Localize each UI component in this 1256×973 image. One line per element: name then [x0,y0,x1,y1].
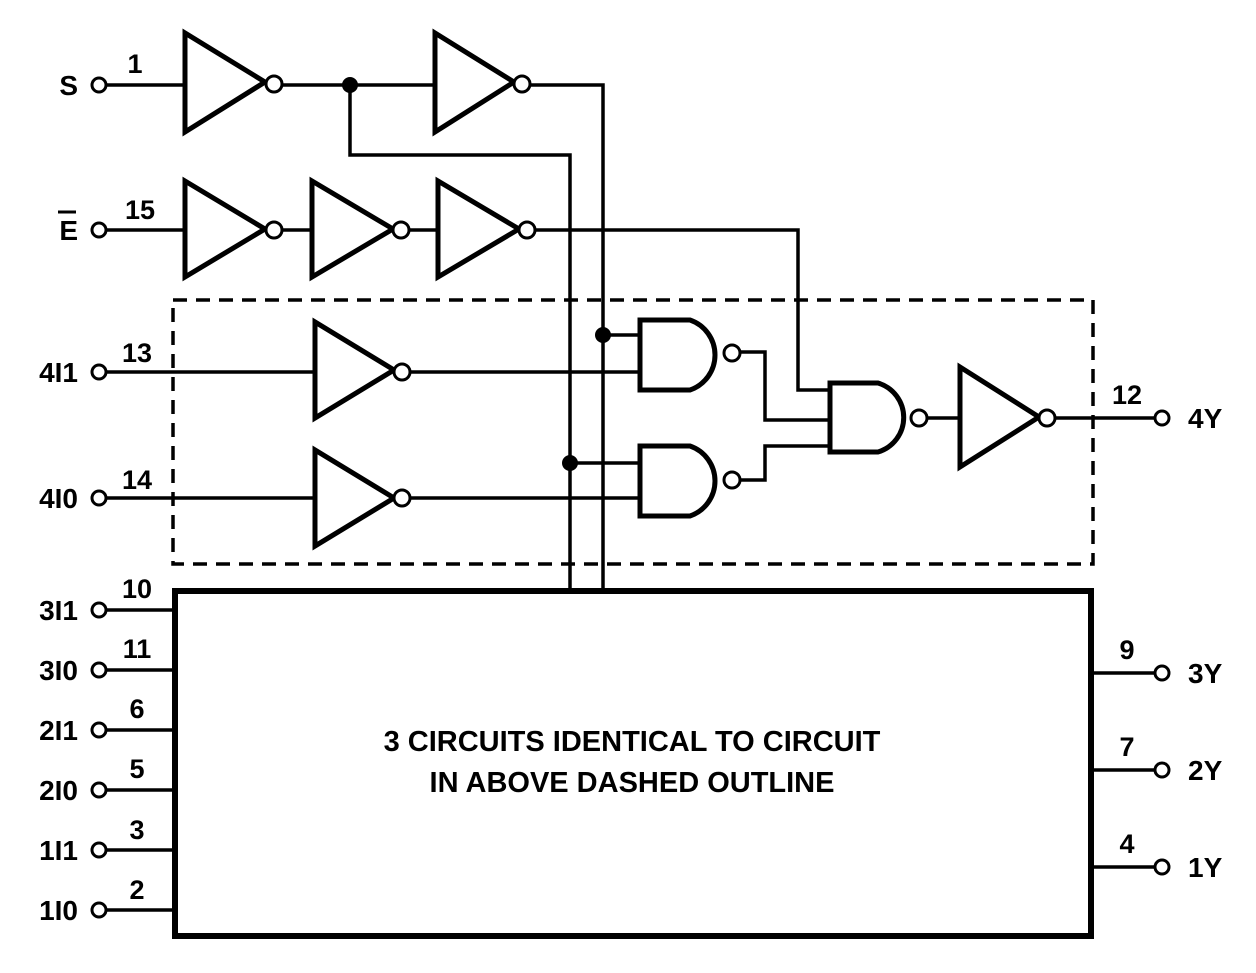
terminal-e [90,221,108,239]
inverter-e3 [435,176,537,282]
terminal-3i0 [90,661,108,679]
terminals [90,76,1171,919]
dashed-outline [171,298,1095,566]
inverter-e2 [309,176,411,282]
inverter-output [957,362,1057,472]
terminal-3i1 [90,601,108,619]
terminal-4i0 [90,489,108,507]
input-label-4i1: 4I1 [39,357,78,388]
pin-number-s: 1 [127,49,142,79]
terminal-1i0 [90,901,108,919]
identical-circuits-block [172,588,1094,939]
inverter-s1 [182,28,284,137]
output-label-1y: 1Y [1188,852,1223,883]
input-label-4i0: 4I0 [39,483,78,514]
pin-number-1i1: 3 [129,815,144,845]
input-label-1i1: 1I1 [39,835,78,866]
pin-number-4y: 12 [1112,380,1142,410]
input-label-s: S [59,70,78,101]
nand-gate-lower [637,443,742,519]
input-label-1i0: 1I0 [39,895,78,926]
junctions [342,77,611,471]
terminal-3y [1153,664,1171,682]
pin-number-2i0: 5 [129,754,144,784]
terminal-2i0 [90,781,108,799]
input-label-e: E [59,215,78,246]
pin-number-4i1: 13 [122,338,152,368]
input-label-3i1: 3I1 [39,595,78,626]
input-label-2i1: 2I1 [39,715,78,746]
pin-number-3i1: 10 [122,574,152,604]
inverter-4i1 [312,317,412,423]
nand-gate-final [827,380,929,455]
pin-number-e: 15 [125,195,155,225]
block-note-line1: 3 CIRCUITS IDENTICAL TO CIRCUIT [384,726,881,758]
junction-dot [342,77,358,93]
block-note-line2: IN ABOVE DASHED OUTLINE [430,767,835,799]
junction-dot [595,327,611,343]
terminal-4i1 [90,363,108,381]
terminal-4y [1153,409,1171,427]
inverter-4i0 [312,445,412,551]
terminal-s [90,76,108,94]
junction-dot [562,455,578,471]
pin-number-3y: 9 [1119,635,1134,665]
pin-number-2y: 7 [1119,732,1134,762]
input-label-2i0: 2I0 [39,775,78,806]
wires [107,83,1154,912]
pin-number-3i0: 11 [123,634,152,664]
pin-number-1y: 4 [1119,829,1134,859]
terminal-1i1 [90,841,108,859]
nand-gate-upper [637,317,742,393]
input-label-3i0: 3I0 [39,655,78,686]
output-label-2y: 2Y [1188,755,1223,786]
output-label-3y: 3Y [1188,658,1223,689]
terminal-2y [1153,761,1171,779]
terminal-2i1 [90,721,108,739]
pin-number-1i0: 2 [129,875,144,905]
inverter-e1 [182,176,284,282]
pin-number-4i0: 14 [122,465,152,495]
output-label-4y: 4Y [1188,403,1223,434]
pin-number-2i1: 6 [129,694,144,724]
inverter-s2 [432,28,532,137]
terminal-1y [1153,858,1171,876]
